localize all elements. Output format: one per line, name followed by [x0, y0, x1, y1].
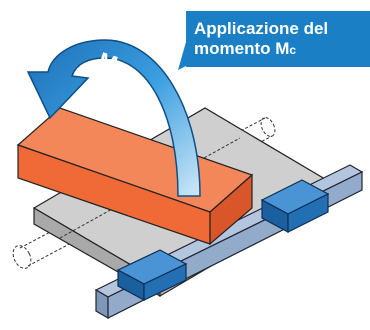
carriage-back	[260, 179, 330, 234]
callout-box: Applicazione del momento Mc	[186, 11, 370, 67]
moment-arrow	[26, 39, 201, 197]
carriage-front	[116, 249, 188, 302]
callout-pointer	[178, 42, 186, 70]
callout-line-1: Applicazione del	[194, 19, 329, 38]
callout-line-2: momento Mc	[194, 39, 297, 58]
